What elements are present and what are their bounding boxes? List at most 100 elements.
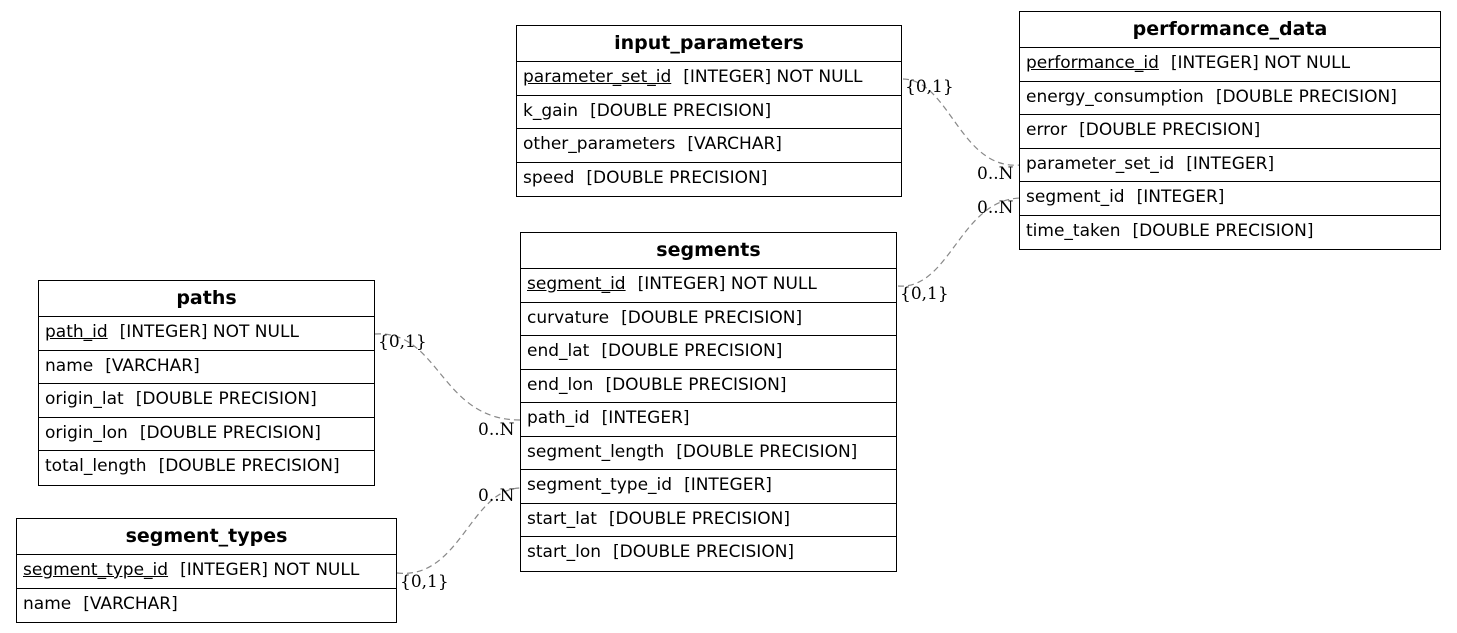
column-type: [INTEGER] NOT NULL — [180, 560, 360, 580]
column-type: [DOUBLE PRECISION] — [676, 441, 858, 462]
column-type: [DOUBLE PRECISION] — [1132, 220, 1314, 241]
column-name: segment_type_id — [527, 475, 673, 495]
column-name: path_id — [527, 408, 590, 428]
table-title: paths — [39, 281, 374, 317]
column-name: k_gain — [523, 100, 579, 121]
column-row: origin_lat [DOUBLE PRECISION] — [39, 384, 374, 418]
column-type: [DOUBLE PRECISION] — [613, 542, 795, 562]
column-name: path_id — [45, 322, 108, 342]
column-name: end_lon — [527, 374, 594, 395]
label-one-input: {0,1} — [905, 77, 954, 97]
column-name: start_lat — [527, 508, 597, 529]
column-type: [INTEGER] NOT NULL — [119, 322, 299, 342]
table-title: segments — [521, 233, 896, 269]
column-name: end_lat — [527, 341, 590, 361]
table-performance-data[interactable]: performance_data performance_id [INTEGER]… — [1019, 11, 1441, 250]
label-one-paths: {0,1} — [378, 332, 427, 352]
table-title: segment_types — [17, 519, 396, 555]
label-many-performance-param: 0..N — [977, 164, 1014, 184]
column-name: error — [1026, 120, 1068, 140]
column-type: [INTEGER] — [601, 408, 690, 428]
column-type: [VARCHAR] — [83, 593, 178, 614]
column-type: [DOUBLE PRECISION] — [135, 389, 317, 409]
label-many-performance-segment: 0..N — [977, 198, 1014, 218]
table-input-parameters[interactable]: input_parameters parameter_set_id [INTEGE… — [516, 25, 902, 197]
column-row: segment_type_id [INTEGER] NOT NULL — [17, 555, 396, 589]
column-name: segment_length — [527, 441, 665, 462]
column-type: [DOUBLE PRECISION] — [601, 341, 783, 361]
column-type: [INTEGER] — [1136, 187, 1225, 207]
column-type: [INTEGER] NOT NULL — [1170, 53, 1351, 73]
label-one-segments: {0,1} — [900, 284, 949, 304]
column-name: other_parameters — [523, 134, 676, 154]
column-name: speed — [523, 167, 575, 188]
column-row: k_gain [DOUBLE PRECISION] — [517, 96, 901, 129]
column-row: performance_id [INTEGER] NOT NULL — [1020, 48, 1440, 82]
column-type: [INTEGER] NOT NULL — [637, 274, 817, 294]
column-type: [INTEGER] — [1186, 153, 1275, 174]
column-row: time_taken [DOUBLE PRECISION] — [1020, 216, 1440, 250]
column-row: curvature [DOUBLE PRECISION] — [521, 303, 896, 336]
column-row: end_lon [DOUBLE PRECISION] — [521, 370, 896, 403]
column-row: segment_type_id [INTEGER] — [521, 470, 896, 504]
column-row: total_length [DOUBLE PRECISION] — [39, 451, 374, 485]
label-one-segment-types: {0,1} — [400, 572, 449, 592]
column-name: origin_lon — [45, 422, 128, 443]
column-type: [DOUBLE PRECISION] — [1079, 120, 1261, 140]
edge-performance-segments — [897, 197, 1021, 287]
column-row: segment_length [DOUBLE PRECISION] — [521, 437, 896, 470]
edge-segments-segment-types — [396, 487, 521, 574]
column-row: name [VARCHAR] — [39, 351, 374, 384]
column-row: path_id [INTEGER] — [521, 403, 896, 437]
table-title: input_parameters — [517, 26, 901, 62]
column-row: end_lat [DOUBLE PRECISION] — [521, 336, 896, 370]
column-name: total_length — [45, 456, 147, 476]
column-name: name — [23, 593, 72, 614]
column-row: start_lat [DOUBLE PRECISION] — [521, 504, 896, 537]
label-many-segments-path: 0..N — [478, 420, 515, 440]
column-type: [VARCHAR] — [687, 134, 782, 154]
table-segment-types[interactable]: segment_types segment_type_id [INTEGER] N… — [16, 518, 397, 623]
column-row: speed [DOUBLE PRECISION] — [517, 163, 901, 197]
column-name: time_taken — [1026, 220, 1121, 241]
column-type: [DOUBLE PRECISION] — [1215, 86, 1397, 107]
column-name: segment_id — [527, 274, 626, 294]
column-row: name [VARCHAR] — [17, 589, 396, 623]
column-name: parameter_set_id — [1026, 153, 1175, 174]
column-name: parameter_set_id — [523, 67, 672, 87]
column-row: origin_lon [DOUBLE PRECISION] — [39, 418, 374, 451]
column-type: [DOUBLE PRECISION] — [158, 456, 340, 476]
table-title: performance_data — [1020, 12, 1440, 48]
column-name: segment_type_id — [23, 560, 169, 580]
column-name: energy_consumption — [1026, 86, 1204, 107]
column-row: path_id [INTEGER] NOT NULL — [39, 317, 374, 351]
column-type: [DOUBLE PRECISION] — [608, 508, 790, 529]
column-row: segment_id [INTEGER] NOT NULL — [521, 269, 896, 303]
table-segments[interactable]: segments segment_id [INTEGER] NOT NULL cu… — [520, 232, 897, 572]
column-name: segment_id — [1026, 187, 1125, 207]
column-type: [VARCHAR] — [105, 355, 200, 376]
column-type: [DOUBLE PRECISION] — [586, 167, 768, 188]
edge-segments-paths — [374, 333, 521, 421]
label-many-segments-type: 0..N — [478, 486, 515, 506]
column-name: start_lon — [527, 542, 601, 562]
column-type: [INTEGER] NOT NULL — [683, 67, 863, 87]
column-row: other_parameters [VARCHAR] — [517, 129, 901, 163]
column-name: name — [45, 355, 94, 376]
column-name: performance_id — [1026, 53, 1159, 73]
column-row: start_lon [DOUBLE PRECISION] — [521, 537, 896, 571]
column-type: [DOUBLE PRECISION] — [139, 422, 321, 443]
edge-performance-input — [902, 78, 1021, 166]
column-name: origin_lat — [45, 389, 124, 409]
column-row: error [DOUBLE PRECISION] — [1020, 115, 1440, 149]
column-name: curvature — [527, 307, 610, 328]
column-type: [DOUBLE PRECISION] — [605, 374, 787, 395]
column-row: parameter_set_id [INTEGER] NOT NULL — [517, 62, 901, 96]
table-paths[interactable]: paths path_id [INTEGER] NOT NULL name [VAR… — [38, 280, 375, 486]
column-type: [INTEGER] — [684, 475, 772, 495]
column-row: segment_id [INTEGER] — [1020, 182, 1440, 216]
column-row: energy_consumption [DOUBLE PRECISION] — [1020, 82, 1440, 115]
column-type: [DOUBLE PRECISION] — [590, 100, 772, 121]
column-row: parameter_set_id [INTEGER] — [1020, 149, 1440, 182]
column-type: [DOUBLE PRECISION] — [621, 307, 803, 328]
